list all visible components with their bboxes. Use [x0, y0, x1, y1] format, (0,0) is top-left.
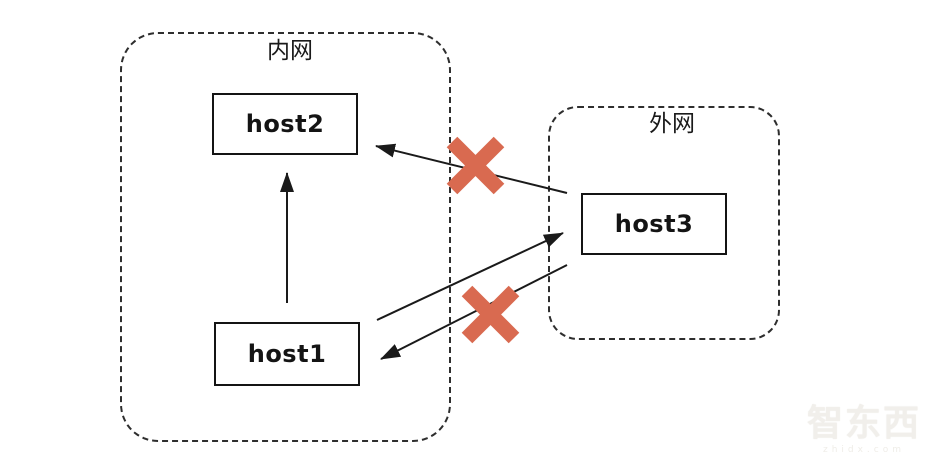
extranet-boundary: [548, 106, 780, 340]
watermark: 智东西 zhidx.com: [796, 404, 932, 455]
node-host2: host2: [212, 93, 358, 155]
node-host3-label: host3: [614, 210, 694, 238]
node-host2-label: host2: [245, 110, 325, 138]
blocked-x-icon-top: [446, 136, 505, 195]
node-host3: host3: [581, 193, 727, 255]
node-host1-label: host1: [247, 340, 327, 368]
watermark-domain: zhidx.com: [822, 444, 906, 455]
watermark-logo: 智东西: [806, 403, 921, 444]
node-host1: host1: [214, 322, 360, 386]
intranet-label: 内网: [267, 38, 313, 64]
extranet-label: 外网: [649, 111, 695, 137]
blocked-x-icon-bottom: [461, 285, 520, 344]
